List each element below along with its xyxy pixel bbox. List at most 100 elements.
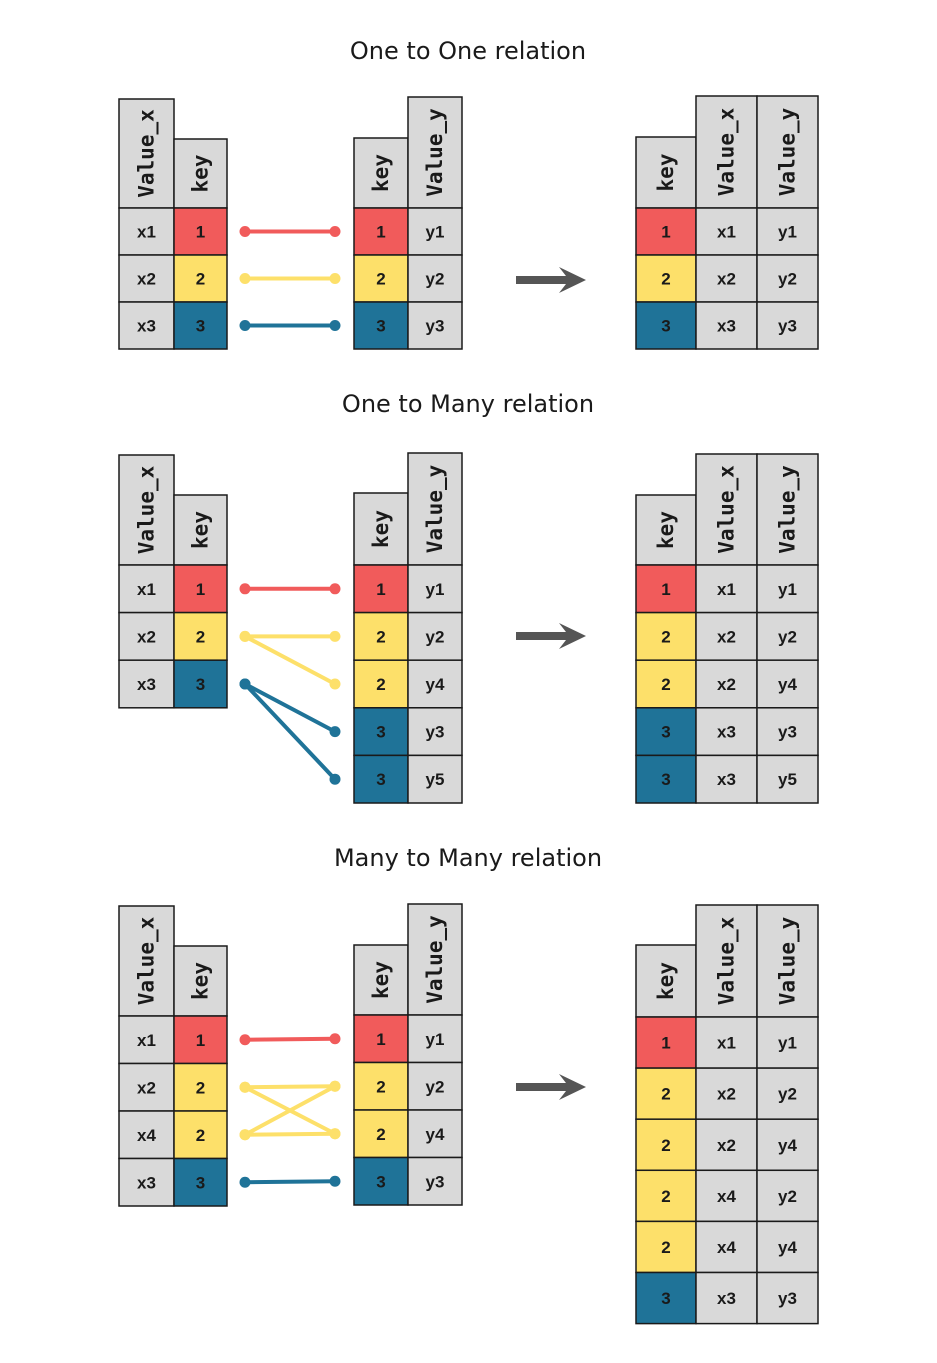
right-value-cell: [407, 1109, 463, 1159]
left-value-cell: [118, 301, 175, 350]
right-value-header: [407, 903, 463, 1016]
result-value-x-header-label: Value_x: [715, 107, 739, 196]
result-value-y-cell: [756, 754, 819, 804]
result-key-header: [635, 136, 697, 209]
key-link-dot: [329, 226, 341, 237]
left-key-cell: [173, 1110, 228, 1160]
result-value-x-cell: [695, 1169, 758, 1223]
result-key-cell: [635, 1271, 697, 1325]
result-value-y-cell: [756, 301, 819, 350]
right-key-text: 3: [376, 1172, 385, 1191]
result-value-x-cell: [695, 564, 758, 614]
left-key-text: 3: [196, 675, 205, 694]
result-value-y-cell: [756, 1220, 819, 1274]
key-link-line: [243, 682, 337, 734]
left-key-cell: [173, 207, 228, 256]
result-value-x-header: [695, 453, 758, 566]
result-value-x-text: x2: [717, 1136, 736, 1155]
key-link-line: [243, 1036, 337, 1042]
result-key-cell: [635, 1169, 697, 1223]
result-value-y-header-label: Value_y: [776, 916, 800, 1005]
left-value-cell: [118, 1110, 175, 1160]
result-value-y-cell: [756, 1169, 819, 1223]
result-key-text: 3: [661, 317, 670, 336]
right-value-cell: [407, 1156, 463, 1206]
result-key-cell: [635, 707, 697, 757]
result-value-x-cell: [695, 1118, 758, 1172]
result-key-text: 2: [661, 1187, 670, 1206]
right-arrow-icon: [516, 623, 586, 649]
right-value-text: y3: [426, 317, 445, 336]
key-link-dot: [329, 630, 341, 642]
key-link-line: [243, 1084, 337, 1090]
left-value-text: x1: [137, 1031, 156, 1050]
left-value-text: x2: [137, 1078, 156, 1097]
result-value-x-text: x3: [717, 317, 736, 336]
right-value-cell: [407, 207, 463, 256]
left-value-text: x1: [137, 580, 156, 599]
key-link-dot: [329, 1175, 341, 1187]
result-value-x-text: x3: [717, 770, 736, 789]
result-key-cell: [635, 1016, 697, 1069]
result-key-text: 3: [661, 770, 670, 789]
left-value-header: [118, 905, 175, 1017]
left-key-cell: [173, 1157, 228, 1207]
left-key-header: [173, 494, 228, 566]
result-value-x-text: x2: [717, 270, 736, 289]
key-links: [239, 583, 341, 785]
result-value-x-text: x2: [717, 1085, 736, 1104]
key-links: [239, 1033, 341, 1188]
left-value-text: x1: [137, 223, 156, 242]
result-value-x-cell: [695, 254, 758, 303]
result-value-y-text: y2: [778, 270, 797, 289]
left-value-text: x2: [137, 270, 156, 289]
left-key-header-label: key: [189, 154, 213, 192]
right-value-text: y2: [426, 270, 445, 289]
right-value-text: y2: [426, 627, 445, 646]
result-value-y-text: y2: [778, 627, 797, 646]
result-key-header-label: key: [654, 511, 678, 549]
result-value-y-text: y3: [778, 317, 797, 336]
right-key-cell: [353, 611, 409, 661]
key-link-dot: [329, 1080, 341, 1092]
result-key-text: 2: [661, 675, 670, 694]
result-key-cell: [635, 564, 697, 614]
result-value-y-text: y2: [778, 1187, 797, 1206]
right-key-text: 2: [376, 270, 385, 289]
result-key-text: 2: [661, 627, 670, 646]
result-value-y-text: y4: [778, 1238, 797, 1257]
result-value-x-text: x1: [717, 580, 736, 599]
right-key-cell: [353, 707, 409, 757]
result-value-x-cell: [695, 611, 758, 661]
result-key-text: 2: [661, 270, 670, 289]
result-value-x-text: x1: [717, 223, 736, 242]
result-value-y-text: y4: [778, 675, 797, 694]
left-key-cell: [173, 564, 228, 614]
left-value-text: x3: [137, 1173, 156, 1192]
result-key-cell: [635, 659, 697, 709]
result-key-header-label: key: [654, 962, 678, 1000]
result-value-y-text: y4: [778, 1136, 797, 1155]
right-value-text: y1: [426, 1030, 445, 1049]
right-value-header-label: Value_y: [423, 915, 447, 1004]
right-key-text: 3: [376, 723, 385, 742]
left-value-cell: [118, 659, 175, 709]
right-arrow-icon: [516, 1074, 586, 1100]
left-value-header: [118, 454, 175, 566]
result-key-header-label: key: [654, 153, 678, 191]
left-key-header-label: key: [189, 962, 213, 1000]
left-value-header-label: Value_x: [135, 465, 159, 554]
left-value-cell: [118, 1062, 175, 1112]
left-key-text: 2: [196, 270, 205, 289]
right-value-header-label: Value_y: [423, 108, 447, 197]
panel-title: One to One relation: [350, 37, 586, 65]
key-link-dot: [239, 273, 251, 284]
left-key-text: 1: [196, 1031, 205, 1050]
right-value-cell: [407, 754, 463, 804]
right-key-text: 1: [376, 580, 385, 599]
result-value-y-cell: [756, 659, 819, 709]
key-link-line: [243, 1179, 337, 1185]
key-link-dot: [329, 1033, 341, 1045]
